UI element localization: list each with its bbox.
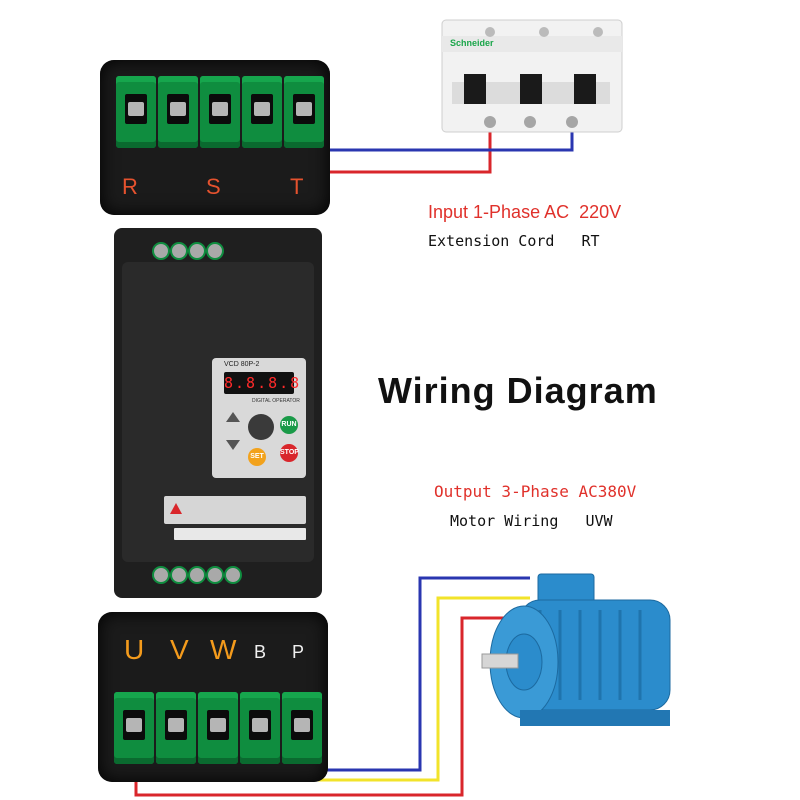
terminal-label-p: P bbox=[292, 642, 305, 662]
inverter-bottom-screw bbox=[206, 566, 224, 584]
warning-label bbox=[164, 496, 306, 524]
output-terminal-u bbox=[114, 692, 154, 764]
diagram-title: Wiring Diagram bbox=[378, 370, 658, 411]
input-terminal-1 bbox=[116, 76, 156, 148]
terminal-label-u: U bbox=[124, 634, 145, 665]
inverter-top-screw bbox=[152, 242, 170, 260]
output-terminal-w bbox=[198, 692, 238, 764]
terminal-label-w: W bbox=[210, 634, 237, 665]
output-terminal-p bbox=[282, 692, 322, 764]
operator-panel: VCD 80P-2 8.8.8.8 DIGITAL OPERATOR RUN S… bbox=[212, 358, 306, 478]
terminal-label-t: T bbox=[290, 174, 304, 199]
input-terminal-5 bbox=[284, 76, 324, 148]
breaker-brand: Schneider bbox=[450, 38, 494, 48]
motor-icon bbox=[481, 573, 671, 726]
inverter-bottom-screw bbox=[188, 566, 206, 584]
warning-icon bbox=[170, 503, 182, 514]
inverter: VCD 80P-2 8.8.8.8 DIGITAL OPERATOR RUN S… bbox=[114, 228, 322, 598]
stop-button[interactable]: STOP bbox=[280, 444, 299, 462]
inverter-bottom-screw bbox=[152, 566, 170, 584]
input-terminal-block: R S T bbox=[100, 60, 330, 215]
operator-label: DIGITAL OPERATOR bbox=[252, 398, 300, 404]
up-arrow-icon[interactable] bbox=[226, 412, 240, 422]
control-knob[interactable] bbox=[248, 414, 274, 440]
inverter-top-screw bbox=[206, 242, 224, 260]
inverter-top-screw bbox=[188, 242, 206, 260]
led-display: 8.8.8.8 bbox=[224, 372, 302, 394]
terminal-label-b: B bbox=[254, 642, 267, 662]
input-terminal-3 bbox=[200, 76, 240, 148]
input-terminal-2 bbox=[158, 76, 198, 148]
control-terminal-strip bbox=[174, 528, 306, 540]
breaker-icon bbox=[441, 19, 623, 133]
motor bbox=[480, 570, 690, 750]
input-subtext: Extension Cord RT bbox=[428, 232, 600, 250]
inverter-bottom-screw bbox=[170, 566, 188, 584]
inverter-bottom-screw bbox=[224, 566, 242, 584]
terminal-label-r: R bbox=[122, 174, 138, 199]
output-terminal-block: U V W B P bbox=[98, 612, 328, 782]
terminal-label-v: V bbox=[170, 634, 189, 665]
output-subtext: Motor Wiring UVW bbox=[450, 512, 613, 530]
output-terminal-v bbox=[156, 692, 196, 764]
terminal-label-s: S bbox=[206, 174, 221, 199]
output-heading: Output 3-Phase AC380V bbox=[434, 482, 637, 501]
circuit-breaker: Schneider bbox=[440, 18, 625, 138]
run-button[interactable]: RUN bbox=[280, 416, 298, 434]
input-heading: Input 1-Phase AC 220V bbox=[428, 202, 622, 222]
inverter-model: VCD 80P-2 bbox=[224, 361, 260, 368]
down-arrow-icon[interactable] bbox=[226, 440, 240, 450]
inverter-top-screw bbox=[170, 242, 188, 260]
output-terminal-b bbox=[240, 692, 280, 764]
input-terminal-4 bbox=[242, 76, 282, 148]
set-button[interactable]: SET bbox=[248, 448, 266, 466]
